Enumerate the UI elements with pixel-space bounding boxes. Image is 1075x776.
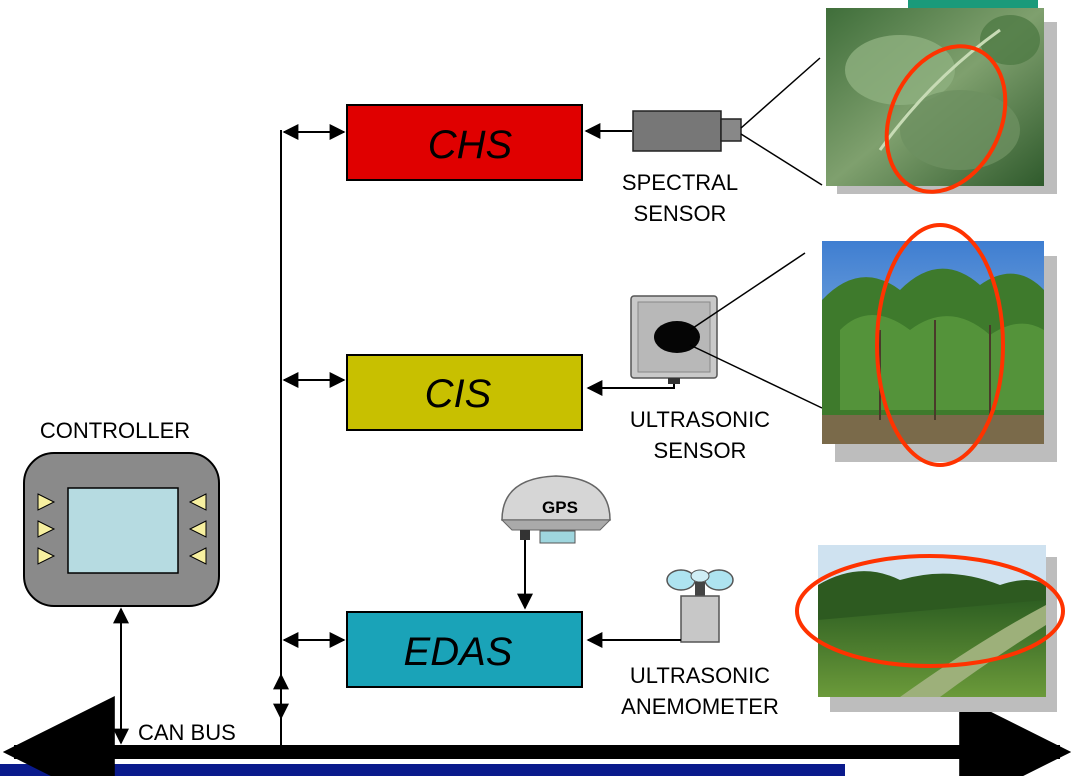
ultrasonic-sensor-icon: [630, 295, 718, 384]
can-bus-label: CAN BUS: [138, 720, 236, 745]
spectral-fov-bottom: [740, 133, 823, 186]
ditch-highlight-ellipse: [795, 554, 1065, 668]
cis-label: CIS: [425, 372, 492, 416]
ditch-photo: [818, 545, 1057, 712]
spectral-label-2: SENSOR: [634, 201, 727, 226]
chs-module: [346, 104, 583, 181]
gps-antenna-icon: [500, 475, 612, 544]
spectral-label-1: SPECTRAL: [622, 170, 738, 195]
ultrasonic-fov-top: [689, 252, 806, 331]
leaf-highlight-ellipse: [884, 44, 1008, 194]
cis-module: [346, 354, 583, 431]
gps-label: GPS: [542, 498, 578, 517]
footer-bar: [0, 764, 845, 776]
ultrasonic-label-2: SENSOR: [654, 438, 747, 463]
leaf-photo: [826, 8, 1057, 194]
controller-device: [23, 452, 220, 607]
ultrasonic-label-1: ULTRASONIC: [630, 407, 770, 432]
edas-label: EDAS: [404, 630, 513, 674]
controller-label: CONTROLLER: [40, 418, 190, 443]
anemometer-icon: [666, 569, 734, 643]
chs-label: CHS: [428, 123, 513, 167]
orchard-photo: [822, 241, 1057, 462]
anemometer-label-1: ULTRASONIC: [630, 663, 770, 688]
spectral-fov-top: [740, 57, 821, 129]
ultrasonic-fov-bottom: [689, 344, 823, 409]
anemometer-label-2: ANEMOMETER: [621, 694, 779, 719]
orchard-highlight-ellipse: [875, 223, 1005, 467]
ultrasonic-arrow: [586, 380, 675, 396]
spectral-sensor-icon: [632, 110, 742, 152]
edas-module: [346, 611, 583, 688]
